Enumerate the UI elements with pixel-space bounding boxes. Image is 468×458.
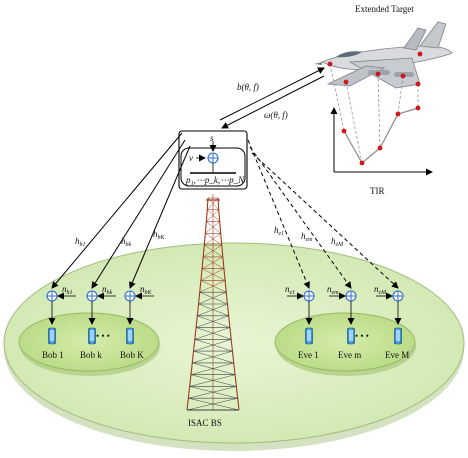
eves-noise-label: nem xyxy=(327,284,339,296)
bobs-noise-label: nbK xyxy=(140,284,153,296)
eves-channel-label: heM xyxy=(331,236,344,248)
eves-channel-link xyxy=(251,152,399,289)
scatterer-node xyxy=(375,71,381,77)
bobs-user-label: Bob K xyxy=(120,350,144,360)
bobs-channel-link xyxy=(129,145,191,289)
eves-channel-label: he1 xyxy=(274,225,284,237)
isac-bs-label: ISAC BS xyxy=(188,418,222,428)
transmitter-block: s v p₁,⋯p_k,⋯p_N xyxy=(178,130,248,190)
scatterer-node xyxy=(327,61,333,67)
eves-channel-link xyxy=(247,139,310,289)
power-allocation-label: p₁,⋯p_k,⋯p_N xyxy=(185,175,245,185)
bobs-channel-link xyxy=(91,139,186,289)
bobs-user-label: Bob k xyxy=(80,350,102,360)
signal-s-label: s xyxy=(210,133,214,143)
artificial-noise-v-label: v xyxy=(189,153,193,163)
target-links: b(θ, f) ω(θ, f) xyxy=(219,67,325,129)
eves-user-label: Eve 1 xyxy=(298,350,319,360)
channel-links: hb1 hbk hbK he1 hem heM xyxy=(51,132,399,289)
forward-channel-label: b(θ, f) xyxy=(237,82,259,92)
scatterer-node xyxy=(400,73,406,79)
scatterer-node xyxy=(377,145,383,151)
bobs-channel-label: hb1 xyxy=(75,236,86,248)
scatterer-node xyxy=(415,105,421,111)
tir-axis-label: TIR xyxy=(370,186,385,196)
eves-ellipsis: • • • xyxy=(355,331,369,341)
bobs-channel-link xyxy=(51,132,183,289)
scatterer-node xyxy=(415,81,421,87)
scatterer-node xyxy=(395,111,401,117)
eves-channel-link xyxy=(249,146,352,289)
aircraft-icon: Extended Target xyxy=(314,4,453,89)
eves-channel-label: hem xyxy=(301,231,313,243)
eves-user-label: Eve m xyxy=(338,350,361,360)
bobs-user-label: Bob 1 xyxy=(42,350,64,360)
scatterer-node xyxy=(359,160,365,166)
bob-cluster xyxy=(18,312,160,376)
bobs-channel-label: hbk xyxy=(121,236,132,248)
bobs-noise-label: nbk xyxy=(102,284,113,296)
extended-target-title: Extended Target xyxy=(355,4,414,14)
bobs-noise-label: nb1 xyxy=(62,284,73,296)
eves-noise-label: ne1 xyxy=(285,284,295,296)
scatterer-node xyxy=(343,79,349,85)
scatterer-node xyxy=(341,128,347,134)
eve-cluster xyxy=(274,312,416,376)
scatterer-node xyxy=(417,51,423,57)
isac-tower xyxy=(186,194,240,411)
bobs-channel-label: hbK xyxy=(153,229,166,241)
bobs-ellipsis: • • • xyxy=(96,331,110,341)
eves-noise-label: neM xyxy=(374,284,387,296)
eves-user-label: Eve M xyxy=(385,350,409,360)
echo-channel-label: ω(θ, f) xyxy=(264,110,288,120)
tir-plot: TIR xyxy=(327,51,433,196)
